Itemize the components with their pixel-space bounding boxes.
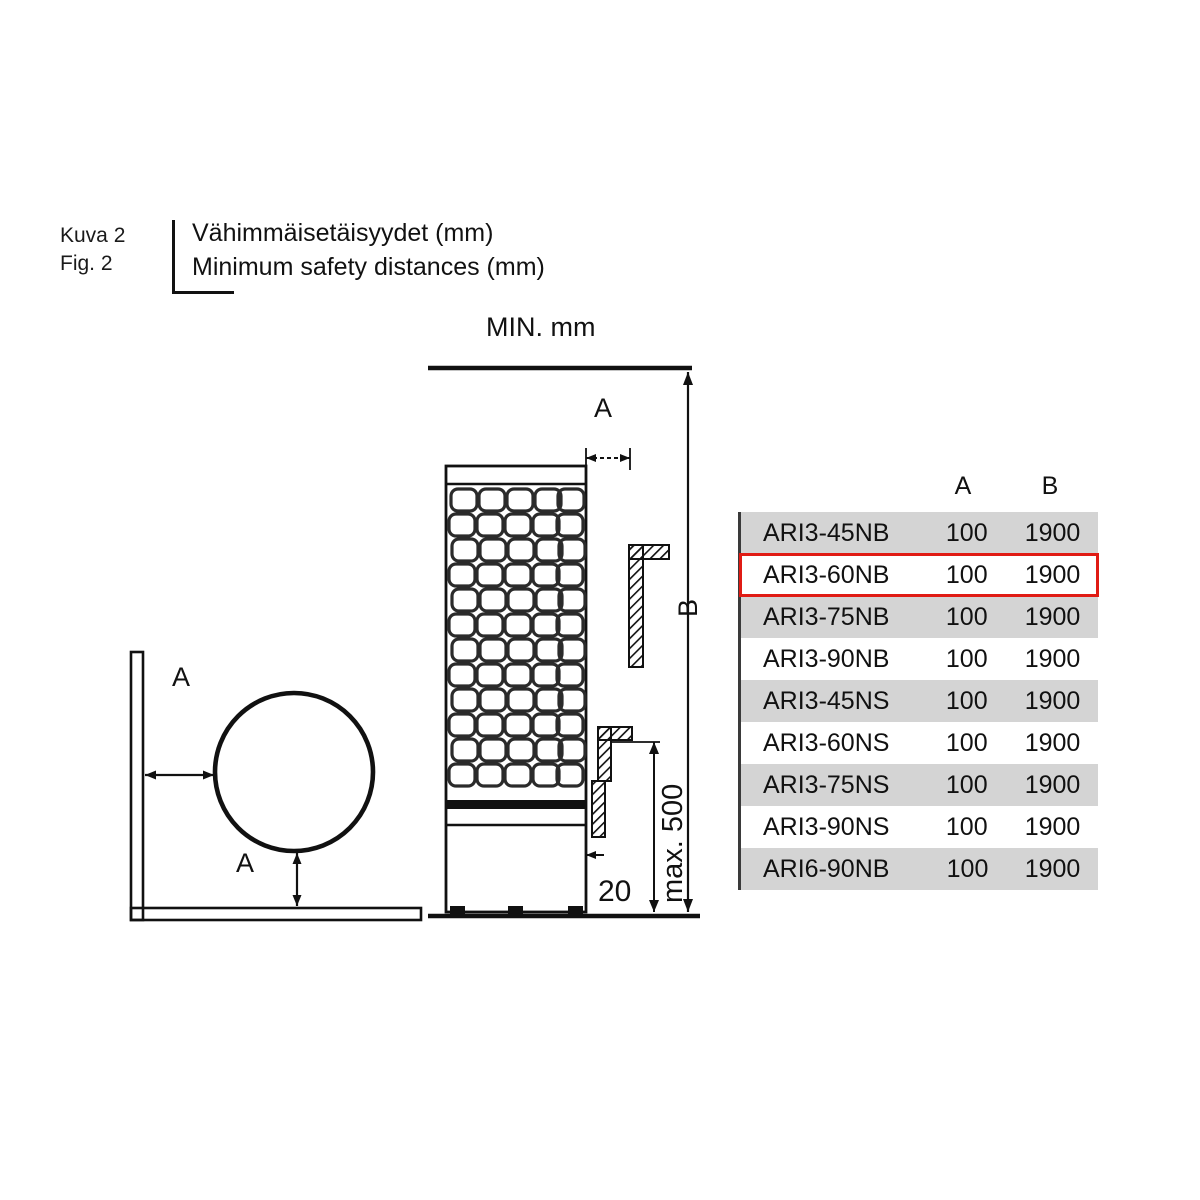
table-row[interactable]: ARI3-60NB 100 1900 xyxy=(738,553,1099,597)
cell-distance-b: 1900 xyxy=(1024,560,1081,589)
figure-title-fi: Vähimmäisetäisyydet (mm) xyxy=(192,219,494,247)
cell-distance-b: 1900 xyxy=(1024,686,1081,715)
plan-dimension-a-bottom: A xyxy=(236,848,255,878)
table-column-headers: A B xyxy=(738,472,1096,512)
cell-distance-b: 1900 xyxy=(1024,854,1081,883)
elevation-dimension-b: B xyxy=(673,598,703,617)
cell-distance-b: 1900 xyxy=(1024,728,1081,757)
column-header-b: B xyxy=(1041,472,1059,500)
heater-feet xyxy=(450,906,583,916)
cell-distance-b: 1900 xyxy=(1024,602,1081,631)
figure-number-en: Fig. 2 xyxy=(60,251,113,275)
elevation-dimension-a: A xyxy=(594,393,613,423)
cell-distance-a: 100 xyxy=(945,644,988,673)
figure-title-en: Minimum safety distances (mm) xyxy=(192,252,545,281)
elevation-dimension-max-500: max. 500 xyxy=(657,783,689,903)
upper-wall-bracket xyxy=(628,544,670,668)
lower-wall-bracket xyxy=(591,726,633,838)
min-mm-heading: MIN. mm xyxy=(486,312,596,342)
figure-title-group: Vähimmäisetäisyydet (mm) Minimum safety … xyxy=(192,217,545,284)
table-row[interactable]: ARI3-75NS 100 1900 xyxy=(739,764,1098,806)
cell-distance-a: 100 xyxy=(945,686,988,715)
cell-distance-a: 100 xyxy=(945,812,988,841)
cell-model: ARI6-90NB xyxy=(763,854,890,883)
cell-model: ARI3-60NB xyxy=(763,560,890,589)
table-row[interactable]: ARI3-45NB 100 1900 xyxy=(739,512,1098,554)
figure-number-fi: Kuva 2 xyxy=(60,224,126,247)
elevation-dimension-20: 20 xyxy=(598,875,632,908)
caption-bracket xyxy=(172,220,234,294)
cell-distance-a: 100 xyxy=(945,518,988,547)
cell-distance-b: 1900 xyxy=(1024,812,1081,841)
table-row[interactable]: ARI3-60NS 100 1900 xyxy=(739,722,1098,764)
table-row[interactable]: ARI6-90NB 100 1900 xyxy=(739,848,1098,890)
cell-model: ARI3-75NS xyxy=(763,770,890,799)
cell-distance-a: 100 xyxy=(945,602,988,631)
figure-caption: Kuva 2 Fig. 2 Vähimmäisetäisyydet (mm) M… xyxy=(60,219,680,302)
cell-model: ARI3-90NB xyxy=(763,644,890,673)
table-row[interactable]: ARI3-75NB 100 1900 xyxy=(739,596,1098,638)
cell-distance-a: 100 xyxy=(945,560,988,589)
cell-distance-a: 100 xyxy=(945,728,988,757)
figure-number-group: Kuva 2 Fig. 2 xyxy=(60,222,170,277)
plan-dimension-a-left: A xyxy=(172,662,191,692)
cell-model: ARI3-45NS xyxy=(763,686,890,715)
cell-model: ARI3-60NS xyxy=(763,728,890,757)
table-row[interactable]: ARI3-90NB 100 1900 xyxy=(739,638,1098,680)
cell-model: ARI3-45NB xyxy=(763,518,890,547)
elevation-view xyxy=(428,365,700,919)
cell-model: ARI3-75NB xyxy=(763,602,890,631)
cell-distance-b: 1900 xyxy=(1024,644,1081,673)
table-row[interactable]: ARI3-90NS 100 1900 xyxy=(739,806,1098,848)
cell-model: ARI3-90NS xyxy=(763,812,890,841)
column-header-a: A xyxy=(954,472,972,500)
cell-distance-a: 100 xyxy=(945,770,988,799)
cell-distance-b: 1900 xyxy=(1024,518,1081,547)
table-row[interactable]: ARI3-45NS 100 1900 xyxy=(739,680,1098,722)
plan-view xyxy=(129,650,423,922)
cell-distance-a: 100 xyxy=(946,854,989,883)
cell-distance-b: 1900 xyxy=(1024,770,1081,799)
